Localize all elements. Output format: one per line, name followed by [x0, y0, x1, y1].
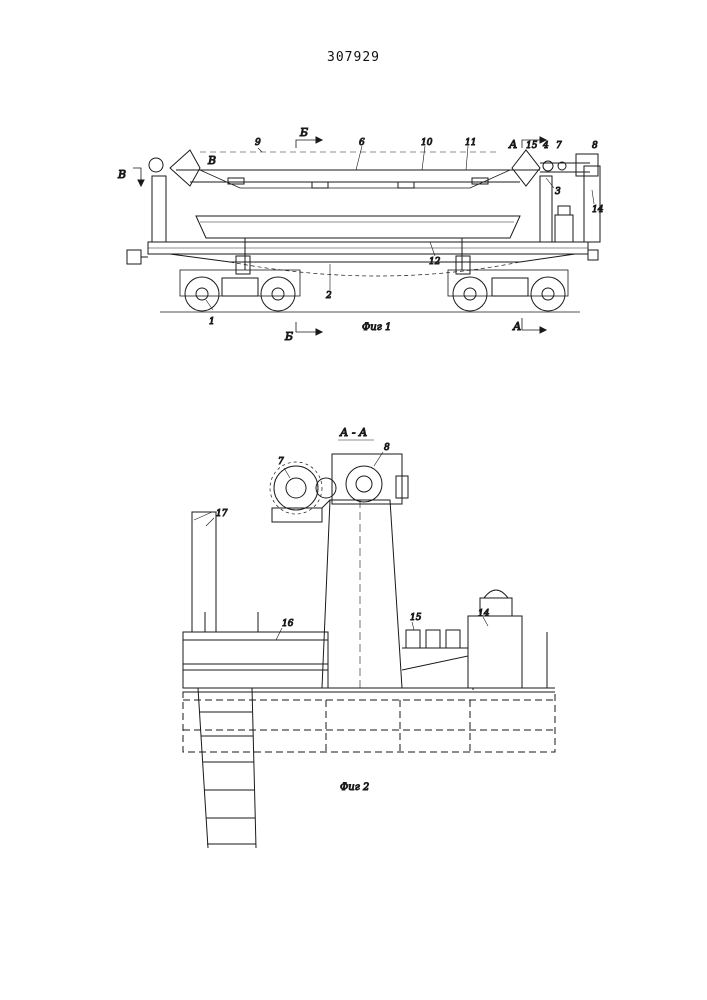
section-mark-v: В — [117, 168, 126, 181]
callout-11: 11 — [465, 138, 476, 148]
figure-1: Б А В В Б А 1 2 3 4 6 7 8 9 10 11 12 14 … — [117, 126, 604, 343]
callout-3: 3 — [555, 187, 561, 197]
callout-6: 6 — [359, 138, 365, 148]
section-mark-b-bottom: Б — [284, 330, 293, 343]
callout-10: 10 — [421, 138, 433, 148]
fig2-callout-16: 16 — [282, 619, 294, 629]
fig2-callout-15: 15 — [410, 613, 422, 623]
left-head — [170, 150, 200, 186]
section-mark-a-bottom: А — [512, 320, 521, 333]
left-end-gear — [149, 158, 163, 172]
gear-7 — [270, 462, 336, 522]
post-left — [152, 176, 166, 242]
callout-4: 4 — [542, 141, 549, 151]
bogie-left — [180, 256, 300, 311]
callout-7: 7 — [556, 141, 562, 151]
callout-15: 15 — [526, 141, 538, 151]
callout-1: 1 — [209, 317, 215, 327]
right-head — [512, 150, 540, 186]
base-frame — [183, 692, 555, 752]
coupler-left — [127, 250, 141, 264]
section-title: А - А — [339, 426, 367, 439]
units-15 — [402, 630, 468, 670]
post-right — [540, 176, 552, 242]
underframe — [170, 254, 575, 262]
section-mark-b-top: Б — [299, 126, 308, 139]
fig2-callout-17: 17 — [216, 509, 228, 519]
fig2-callout-7: 7 — [278, 457, 284, 467]
plate-17 — [192, 512, 216, 632]
callout-14: 14 — [592, 205, 604, 215]
figure-2-caption: Фиг 2 — [340, 782, 369, 793]
fig2-callout-14: 14 — [478, 609, 490, 619]
figure-1-caption: Фиг 1 — [362, 322, 391, 333]
coupler-right — [588, 250, 598, 260]
motor-14 — [555, 215, 573, 242]
bogie-right — [448, 256, 568, 311]
fig2-callout-8: 8 — [384, 443, 390, 453]
figure-2: А - А — [183, 426, 555, 848]
motor-14 — [468, 616, 522, 688]
gearbox-8 — [332, 454, 402, 504]
tray-12 — [196, 216, 520, 238]
section-mark-a-top: А — [508, 138, 517, 151]
callout-8: 8 — [592, 141, 598, 151]
ladder — [198, 688, 256, 848]
drive-column — [584, 166, 600, 242]
gearbox-8 — [576, 154, 598, 176]
section-mark-v-small: В — [207, 154, 216, 167]
callout-9: 9 — [255, 138, 261, 148]
callout-2: 2 — [325, 291, 332, 301]
callout-12: 12 — [429, 257, 441, 267]
drive-column — [322, 500, 402, 688]
